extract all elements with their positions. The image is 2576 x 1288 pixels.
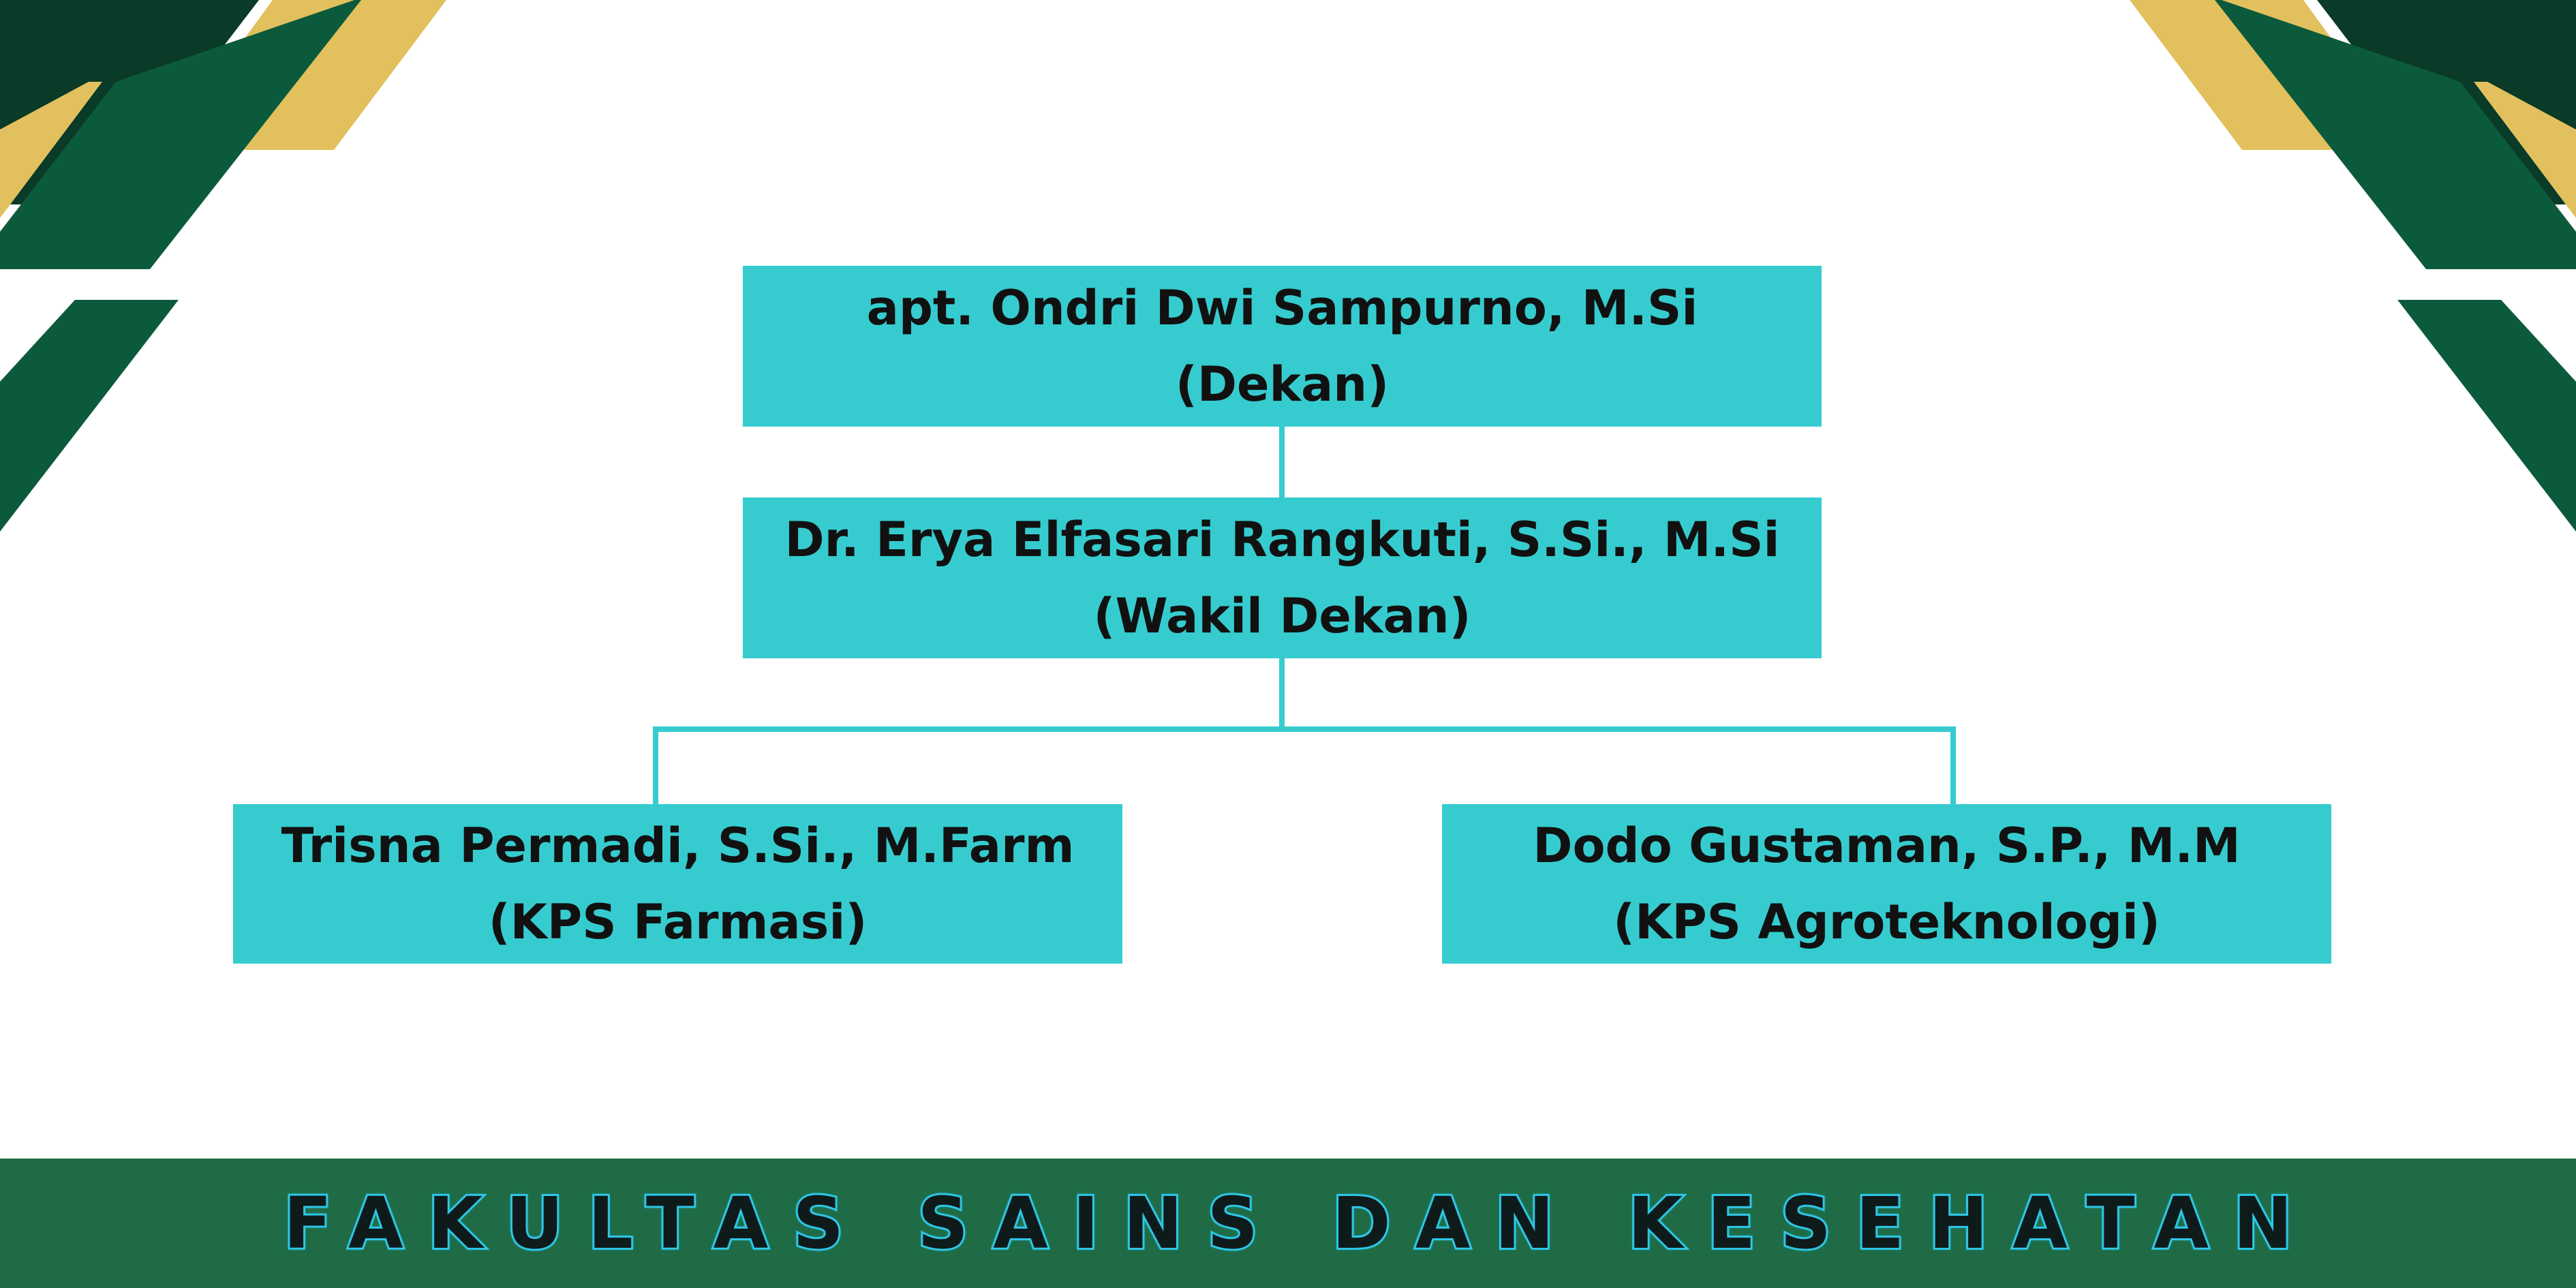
corner-lower-stripe-right: [2397, 300, 2576, 532]
connector-dean-vice: [1279, 427, 1285, 497]
kps-agroteknologi-name: Dodo Gustaman, S.P., M.M: [1533, 818, 2241, 874]
corner-white-cut-right: [2426, 269, 2576, 409]
connector-horizontal: [653, 726, 1956, 732]
corner-mid-stripe-left: [0, 0, 361, 269]
org-box-vice-dean: Dr. Erya Elfasari Rangkuti, S.Si., M.Si …: [743, 497, 1822, 658]
corner-gold-small-left: [0, 82, 102, 218]
org-box-kps-agroteknologi: Dodo Gustaman, S.P., M.M (KPS Agroteknol…: [1442, 804, 2331, 964]
kps-farmasi-name: Trisna Permadi, S.Si., M.Farm: [281, 818, 1075, 874]
connector-vice-down: [1279, 658, 1285, 731]
connector-to-agroteknologi: [1950, 726, 1956, 804]
connector-to-farmasi: [653, 726, 658, 804]
footer-title: FAKULTAS SAINS DAN KESEHATAN: [281, 1180, 2318, 1267]
kps-farmasi-role: (KPS Farmasi): [488, 894, 868, 950]
vice-dean-role: (Wakil Dekan): [1093, 588, 1471, 644]
corner-gold-small-right: [2474, 82, 2576, 218]
footer-banner: FAKULTAS SAINS DAN KESEHATAN: [0, 1159, 2576, 1288]
corner-white-cut-left: [0, 269, 150, 409]
corner-mid-stripe-right: [2215, 0, 2576, 269]
vice-dean-name: Dr. Erya Elfasari Rangkuti, S.Si., M.Si: [784, 512, 1780, 568]
org-box-kps-farmasi: Trisna Permadi, S.Si., M.Farm (KPS Farma…: [233, 804, 1122, 964]
dean-role: (Dekan): [1175, 356, 1390, 412]
org-box-dean: apt. Ondri Dwi Sampurno, M.Si (Dekan): [743, 266, 1822, 427]
dean-name: apt. Ondri Dwi Sampurno, M.Si: [866, 280, 1698, 336]
corner-lower-stripe-left: [0, 300, 179, 532]
kps-agroteknologi-role: (KPS Agroteknologi): [1613, 894, 2160, 950]
